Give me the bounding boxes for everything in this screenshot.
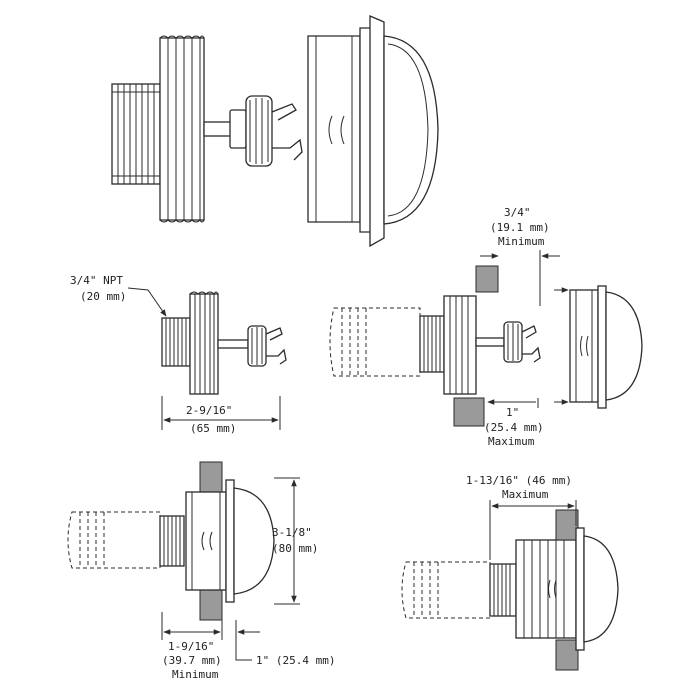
min-gap-label: 3/4" — [504, 206, 531, 219]
threaded-nipple-bl — [159, 515, 185, 567]
ribbed-housing-gap — [443, 295, 477, 395]
cover-height-metric-label: (80 mm) — [272, 542, 318, 555]
ribbed-housing-br — [515, 539, 577, 639]
min-depth-label: 1-9/16" — [168, 640, 214, 653]
npt-size-label: 3/4" NPT — [70, 274, 123, 287]
min-depth-ext — [161, 612, 223, 640]
wall-br-upper — [555, 509, 579, 541]
gap-view — [329, 250, 643, 427]
wall-thick-leader — [235, 620, 252, 661]
rough-width-ext — [161, 396, 281, 430]
ribbed-housing-top — [159, 35, 205, 223]
threaded-nipple-top — [111, 83, 161, 185]
valve-gap — [475, 321, 541, 363]
ribbed-housing-mid — [189, 291, 219, 395]
npt-view — [127, 287, 287, 430]
max-depth-qual-label: Maximum — [502, 488, 549, 501]
dome-cover-bl — [185, 479, 275, 603]
rough-width-label: 2-9/16" — [186, 404, 232, 417]
threaded-nipple-mid — [161, 317, 191, 367]
threaded-nipple-br — [489, 563, 517, 617]
max-depth-ext — [489, 500, 577, 560]
cover-height-label: 3-1/8" — [272, 526, 312, 539]
min-gap-metric-label: (19.1 mm) — [490, 221, 550, 234]
dashed-pipe-br — [401, 561, 491, 619]
npt-leader — [127, 287, 167, 317]
wall-bl-upper — [199, 461, 223, 493]
wall-bl-lower — [199, 589, 223, 621]
dome-cover-br — [548, 527, 619, 651]
min-depth-metric-label: (39.7 mm) — [162, 654, 222, 667]
max-wall-label: 1" — [506, 406, 519, 419]
min-depth-qual-label: Minimum — [172, 668, 219, 681]
max-wall-metric-label: (25.4 mm) — [484, 421, 544, 434]
wall-section-lower — [453, 397, 485, 427]
min-gap-qual-label: Minimum — [498, 235, 545, 248]
rough-width-metric-label: (65 mm) — [190, 422, 236, 435]
cover-side-view — [569, 285, 643, 409]
min-install-view — [67, 461, 300, 661]
valve-stem-top — [203, 95, 303, 167]
wall-thick-label: 1" (25.4 mm) — [256, 654, 335, 667]
npt-metric-label: (20 mm) — [80, 290, 126, 303]
dashed-pipe-bl — [67, 511, 161, 569]
max-depth-label: 1-13/16" (46 mm) — [466, 474, 572, 487]
threaded-nipple-gap — [419, 315, 445, 373]
wall-section-upper — [475, 265, 499, 293]
exploded-view — [111, 15, 439, 248]
dome-cover-top — [307, 15, 439, 248]
wall-br-lower — [555, 639, 579, 671]
height-ext-lines — [274, 477, 300, 605]
max-wall-qual-label: Maximum — [488, 435, 535, 448]
dashed-pipe-mid — [329, 307, 421, 377]
valve-mid — [217, 325, 287, 367]
max-install-view — [401, 500, 619, 671]
